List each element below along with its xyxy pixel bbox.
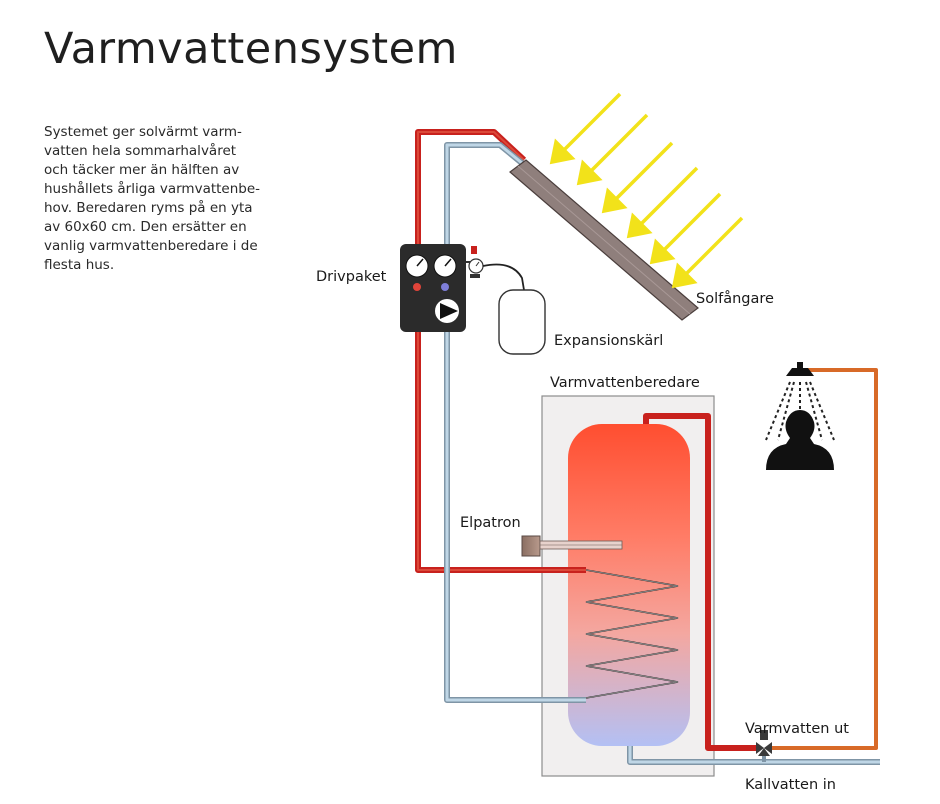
sun-ray-arrow-icon [549,92,622,165]
label-varmvattenberedare: Varmvattenberedare [550,375,700,391]
mixing-valve-icon [756,730,772,756]
sun-ray-arrow-icon [601,141,674,214]
sun-ray-arrow-icon [671,216,744,289]
label-varmvatten-ut: Varmvatten ut [745,721,849,737]
intro-text: Systemet ger solvärmt varm- vatten hela … [44,124,261,273]
storage-tank [568,424,690,746]
expansion-vessel [498,289,546,355]
label-drivpaket: Drivpaket [316,269,387,285]
pump-icon [435,299,459,323]
shower-person-icon [765,362,835,470]
solar-collector [509,159,699,321]
sun-ray-arrow-icon [576,113,649,186]
pressure-gauge-icon [405,254,429,278]
shower-supply-pipe [770,368,878,750]
sun-ray-arrow-icon [649,192,722,265]
label-elpatron: Elpatron [460,515,521,531]
expansion-line [482,263,525,291]
drive-package [400,244,466,332]
hot-water-outlet-pipe [643,413,758,751]
heat-exchanger-coil-inner [585,569,679,699]
page-title: Varmvattensystem [44,24,458,74]
sun-ray-arrow-icon [626,166,699,239]
sun-rays [549,92,744,289]
pressure-gauge-icon [466,246,484,278]
label-kallvatten-in: Kallvatten in [745,777,836,793]
pressure-gauge-icon [433,254,457,278]
label-solfangare: Solfångare [696,290,774,307]
label-expansionskarl: Expansionskärl [554,333,663,349]
elpatron-heater [521,535,623,557]
